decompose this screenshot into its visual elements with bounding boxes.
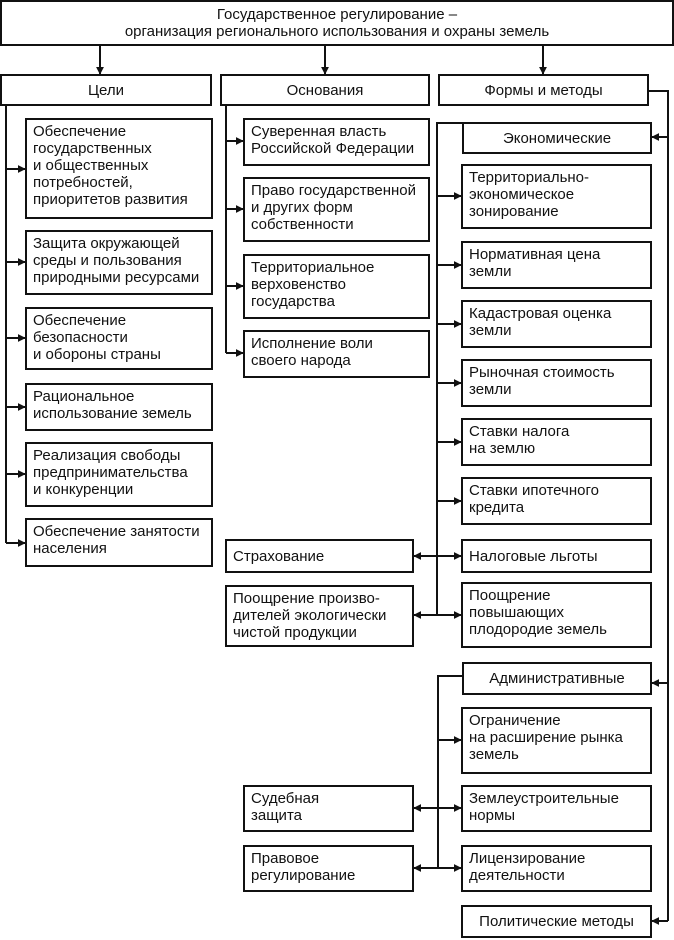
goal-label: Обеспечение безопасности и обороны стран… bbox=[33, 312, 161, 363]
ground-label: Исполнение воли своего народа bbox=[251, 335, 373, 369]
ground-label: Право государственной и других форм собс… bbox=[251, 182, 416, 233]
economic-item-label: Территориально- экономическое зонировани… bbox=[469, 169, 590, 220]
economic-methods-label: Экономические bbox=[502, 129, 612, 147]
goal-label: Рациональное использование земель bbox=[33, 388, 192, 422]
political-methods-label: Политические методы bbox=[479, 913, 634, 930]
goal-box: Обеспечение государственных и общественн… bbox=[25, 118, 213, 219]
goal-label: Защита окружающей среды и пользования пр… bbox=[33, 235, 200, 286]
administrative-item-label: Лицензирование деятельности bbox=[469, 850, 586, 884]
administrative-side-item: Правовое регулирование bbox=[243, 845, 414, 892]
column-header-forms-label: Формы и методы bbox=[484, 81, 603, 99]
ground-box: Право государственной и других форм собс… bbox=[243, 177, 430, 242]
economic-side-item: Поощрение произво- дителей экологически … bbox=[225, 585, 414, 647]
political-methods-box: Политические методы bbox=[461, 905, 652, 938]
economic-methods-header: Экономические bbox=[462, 122, 652, 154]
column-header-grounds: Основания bbox=[220, 74, 430, 106]
administrative-item: Лицензирование деятельности bbox=[461, 845, 652, 892]
administrative-side-label: Правовое регулирование bbox=[251, 850, 356, 884]
administrative-side-label: Судебная защита bbox=[251, 790, 320, 824]
economic-item: Поощрение повышающих плодородие земель bbox=[461, 582, 652, 648]
ground-box: Исполнение воли своего народа bbox=[243, 330, 430, 378]
administrative-methods-header: Административные bbox=[462, 662, 652, 695]
economic-side-label: Поощрение произво- дителей экологически … bbox=[233, 590, 387, 641]
column-header-forms: Формы и методы bbox=[438, 74, 649, 106]
goal-label: Обеспечение занятости населения bbox=[33, 523, 200, 557]
ground-box: Суверенная власть Российской Федерации bbox=[243, 118, 430, 166]
goal-box: Реализация свободы предпринимательства и… bbox=[25, 442, 213, 507]
goal-label: Обеспечение государственных и общественн… bbox=[33, 123, 188, 208]
ground-label: Территориальное верховенство государства bbox=[251, 259, 375, 310]
administrative-item: Землеустроительные нормы bbox=[461, 785, 652, 832]
economic-side-label: Страхование bbox=[233, 548, 325, 565]
economic-item: Налоговые льготы bbox=[461, 539, 652, 573]
ground-label: Суверенная власть Российской Федерации bbox=[251, 123, 415, 157]
goal-box: Рациональное использование земель bbox=[25, 383, 213, 431]
column-header-grounds-label: Основания bbox=[286, 81, 364, 99]
administrative-methods-label: Административные bbox=[489, 670, 625, 687]
economic-item-label: Кадастровая оценка земли bbox=[469, 305, 612, 339]
diagram-title-box: Государственное регулирование – организа… bbox=[0, 0, 674, 46]
goal-label: Реализация свободы предпринимательства и… bbox=[33, 447, 188, 498]
economic-item-label: Поощрение повышающих плодородие земель bbox=[469, 587, 607, 638]
goal-box: Защита окружающей среды и пользования пр… bbox=[25, 230, 213, 295]
column-header-goals: Цели bbox=[0, 74, 212, 106]
economic-item-label: Нормативная цена земли bbox=[469, 246, 601, 280]
administrative-item: Ограничение на расширение рынка земель bbox=[461, 707, 652, 774]
column-header-goals-label: Цели bbox=[87, 81, 125, 99]
economic-item-label: Ставки ипотечного кредита bbox=[469, 482, 599, 516]
economic-item-label: Налоговые льготы bbox=[469, 548, 598, 565]
diagram-title: Государственное регулирование – организа… bbox=[124, 6, 550, 40]
economic-item-label: Рыночная стоимость земли bbox=[469, 364, 615, 398]
economic-item: Кадастровая оценка земли bbox=[461, 300, 652, 348]
administrative-item-label: Ограничение на расширение рынка земель bbox=[469, 712, 623, 763]
ground-box: Территориальное верховенство государства bbox=[243, 254, 430, 319]
economic-item: Территориально- экономическое зонировани… bbox=[461, 164, 652, 229]
administrative-side-item: Судебная защита bbox=[243, 785, 414, 832]
economic-item: Нормативная цена земли bbox=[461, 241, 652, 289]
goal-box: Обеспечение безопасности и обороны стран… bbox=[25, 307, 213, 370]
economic-side-item: Страхование bbox=[225, 539, 414, 573]
economic-item: Ставки налога на землю bbox=[461, 418, 652, 466]
goal-box: Обеспечение занятости населения bbox=[25, 518, 213, 567]
administrative-item-label: Землеустроительные нормы bbox=[469, 790, 619, 824]
economic-item-label: Ставки налога на землю bbox=[469, 423, 570, 457]
economic-item: Ставки ипотечного кредита bbox=[461, 477, 652, 525]
economic-item: Рыночная стоимость земли bbox=[461, 359, 652, 407]
